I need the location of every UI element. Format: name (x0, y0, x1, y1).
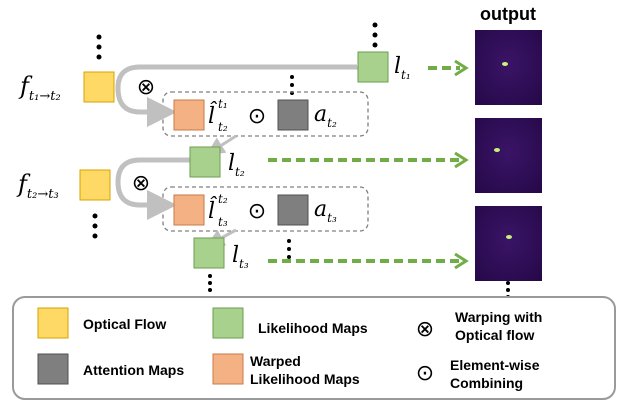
output-image-2 (475, 118, 542, 193)
attention-square-1 (277, 99, 309, 131)
legend-optical-flow-label: Optical Flow (83, 316, 166, 332)
likelihood-square-t2 (189, 146, 221, 178)
likelihood-label-t3: lt₃ (232, 243, 249, 271)
legend-warped-swatch (212, 353, 244, 385)
legend-warping-label-line1: Warping with (455, 309, 542, 325)
likelihood-square-t1 (357, 51, 389, 83)
flow-label-t1-t2: ft₁→t₂ (18, 72, 61, 104)
warp-operator-1: ⊗ (137, 75, 155, 100)
output-heading: output (480, 4, 536, 24)
warp-operator-2: ⊗ (132, 171, 150, 196)
svg-text:t₃: t₃ (218, 215, 228, 229)
output-image-3 (475, 206, 542, 281)
svg-text:t₂: t₂ (218, 120, 228, 134)
svg-text:t₂: t₂ (218, 192, 228, 206)
warped-square-1 (173, 99, 205, 131)
output-image-1 (475, 30, 542, 105)
legend-likelihood-swatch (212, 307, 244, 339)
legend-warping-label-line2: Optical flow (455, 327, 534, 343)
warped-label-t2: l̂ t₁ t₂ (208, 97, 228, 134)
legend-likelihood-label: Likelihood Maps (258, 320, 368, 336)
legend-panel (12, 296, 616, 400)
likelihood-label-t2: lt₂ (228, 151, 245, 179)
legend-warped-label-line1: Warped (250, 353, 301, 369)
legend-combine-symbol: ⊙ (416, 361, 434, 386)
likelihood-label-t1: lt₁ (394, 54, 411, 82)
legend-combining-label-line1: Element-wise (450, 357, 540, 373)
legend-warped-label-line2: Likelihood Maps (250, 371, 360, 387)
flow-square-1 (83, 71, 115, 103)
legend-optical-flow-swatch (37, 307, 69, 339)
attention-square-2 (277, 194, 309, 226)
svg-text:l̂: l̂ (208, 102, 218, 129)
combine-operator-1: ⊙ (248, 104, 266, 129)
flow-label-t2-t3: ft₂→t₃ (16, 170, 59, 202)
svg-text:t₁: t₁ (218, 97, 228, 111)
likelihood-square-t3 (193, 237, 225, 269)
flow-square-2 (79, 169, 111, 201)
svg-text:l̂: l̂ (208, 197, 218, 224)
legend-combining-label-line2: Combining (450, 375, 523, 391)
green-arrowheads (454, 59, 469, 270)
combine-operator-2: ⊙ (248, 199, 266, 224)
warped-label-t3: l̂ t₂ t₃ (208, 192, 228, 229)
legend-warp-symbol: ⊗ (416, 317, 434, 342)
attention-label-t3: at₃ (314, 197, 337, 225)
legend-attention-label: Attention Maps (83, 362, 184, 378)
warped-square-2 (173, 194, 205, 226)
attention-label-t2: at₂ (314, 102, 337, 130)
legend-attention-swatch (37, 353, 69, 385)
green-output-arrows (268, 66, 460, 263)
